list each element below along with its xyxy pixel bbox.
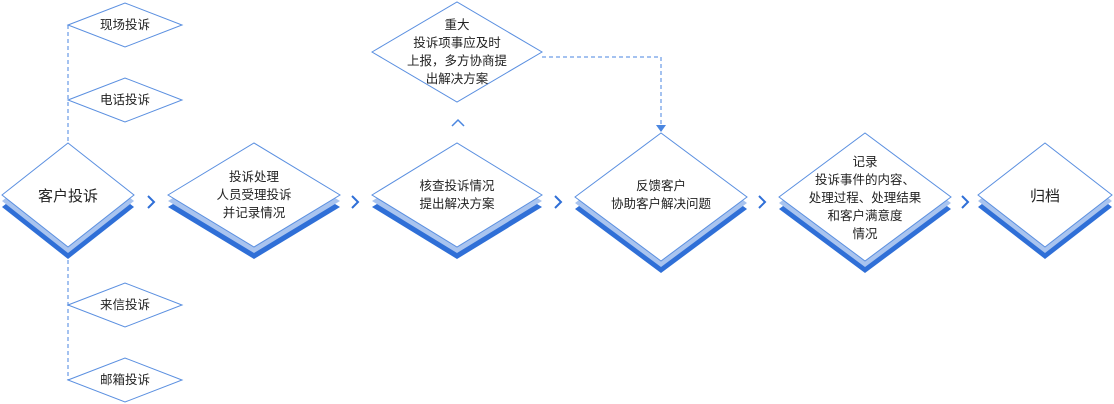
escalation-label: 重大 投诉项事应及时 上报，多方协商提 出解决方案	[406, 17, 507, 86]
source-diamond	[1, 142, 135, 259]
step-label-5: 归档	[1029, 187, 1060, 205]
chevron-right-icon	[758, 195, 767, 209]
chevron-right-icon	[961, 195, 970, 209]
step-label-4: 记录 投诉事件的内容、 处理过程、处理结果 和客户满意度 情况	[808, 154, 922, 241]
source-label: 客户投诉	[37, 187, 98, 205]
channel-diamond-phone	[66, 77, 184, 123]
channel-label-phone: 电话投诉	[99, 92, 150, 107]
escalation-diamond	[371, 1, 543, 103]
channel-diamond-email	[66, 357, 184, 403]
step-label-2: 核查投诉情况 提出解决方案	[419, 178, 495, 211]
step-label-3: 反馈客户 协助客户解决问题	[610, 178, 711, 211]
step-diamond-3	[574, 132, 748, 273]
step-diamond-2	[371, 142, 543, 259]
step-label-1: 投诉处理 人员受理投诉 并记录情况	[216, 169, 292, 220]
caret-up-icon	[451, 118, 465, 127]
chevron-right-icon	[554, 195, 563, 209]
chevron-right-icon	[351, 195, 360, 209]
channel-diamonds	[66, 2, 184, 403]
escalation-connector	[542, 56, 666, 132]
channel-diamond-onsite	[66, 2, 184, 48]
arrow-down-icon	[656, 125, 666, 132]
chevron-right-icon	[147, 195, 156, 209]
step-diamond-5	[977, 142, 1113, 259]
channel-diamond-letter	[66, 282, 184, 328]
step-diamond-4	[778, 132, 952, 273]
channel-label-onsite: 现场投诉	[99, 17, 150, 32]
channel-label-email: 邮箱投诉	[99, 372, 150, 387]
channel-label-letter: 来信投诉	[99, 297, 150, 312]
step-diamond-1	[167, 142, 341, 259]
